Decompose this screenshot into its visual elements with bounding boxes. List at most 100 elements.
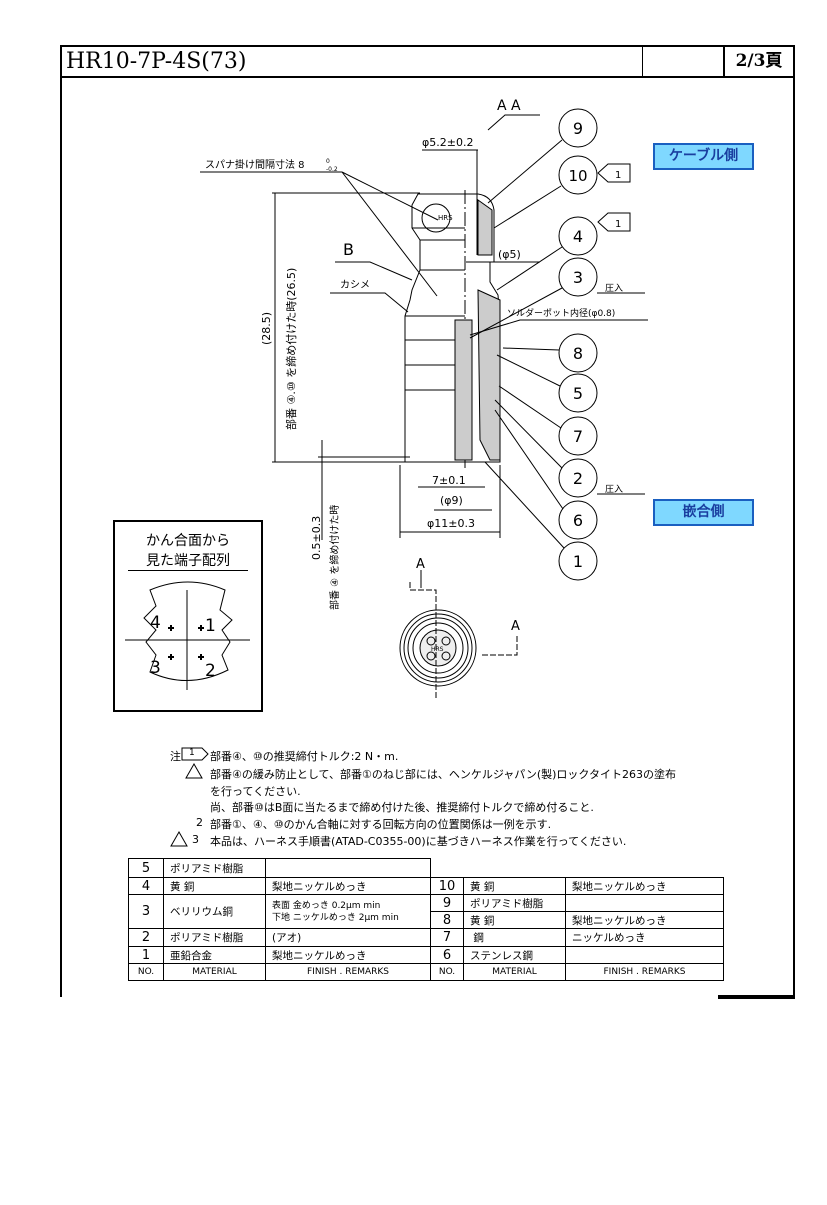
bottom-rule [718,995,795,999]
note-3-mark: 3 [192,833,199,846]
svg-text:4: 4 [573,227,583,246]
part-no: 5 [128,858,164,878]
dim-7: 7±0.1 [432,474,466,487]
b-label: B [343,240,354,259]
section-leader [487,114,540,131]
pin-diagram-title-1: かん合面から [146,533,230,549]
page-number: 2/3頁 [735,51,783,71]
note-mark: 注 [170,750,181,763]
part-material: ステンレス鋼 [463,946,566,964]
section-mark-a-top: A [416,557,425,572]
part-material: 黄 銅 [463,877,566,895]
part-finish: 梨地ニッケルめっき [565,877,724,895]
part-no: 6 [430,946,464,964]
tol-bottom: -0.2 [326,166,338,173]
part-finish: 梨地ニッケルめっき [265,877,431,895]
finish-line-1: 表面 金めっき 0.2μm min [272,900,381,911]
balloon-2: 2 [494,399,598,498]
dim-11: φ11±0.3 [427,517,475,530]
pin-3: 3 [150,658,161,678]
part-finish [265,858,431,878]
note-1a: 部番④の緩み防止として、部番①のねじ部には、ヘンケルジャパン(製)ロックタイト2… [210,768,676,781]
press-fit-label-3: 圧入 [605,283,623,294]
cable-side-label: ケーブル側 [653,143,754,170]
part-no: 7 [430,928,464,947]
pin-layout: 4 1 3 2 [125,581,250,690]
empty-cell [643,47,725,76]
solder-pot-label: ソルダーポット内径(φ0.8) [507,307,615,319]
logo-mark-end: HRS [431,646,444,653]
svg-text:3: 3 [573,268,583,287]
pin-1: 1 [205,616,216,636]
part-material: 亜鉛合金 [163,946,266,964]
part-material: ポリアミド樹脂 [163,928,266,947]
hatched-sections [454,199,501,461]
pin-diagram-box: かん合面から 見た端子配列 [113,520,263,712]
note-2: 部番①、④、⑩のかん合軸に対する回転方向の位置関係は一例を示す. [210,818,552,831]
balloon-1: 1 [484,461,598,581]
flag-1-a: 1 [615,170,621,181]
svg-text:9: 9 [573,119,583,138]
dim-5-2: φ5.2±0.2 [422,136,473,149]
balloon-9: 9 [487,108,598,204]
part-no: 1 [128,946,164,964]
flag-1-b: 1 [615,219,621,230]
tol-top: 0 [326,158,330,165]
svg-text:6: 6 [573,511,583,530]
note-3: 本品は、ハーネス手順書(ATAD-C0355-00)に基づきハーネス作業を行って… [210,835,627,848]
note-2-mark: 2 [196,816,203,829]
part-no: 10 [430,877,464,895]
part-no: 2 [128,928,164,947]
balloon-4: 4 [496,216,598,291]
header-finish: FINISH . REMARKS [565,963,724,981]
part-finish: (アオ) [265,928,431,947]
note-1b: を行ってください. [210,785,301,798]
part-material: ポリアミド樹脂 [163,858,266,878]
header-material: MATERIAL [163,963,266,981]
svg-text:8: 8 [573,344,583,363]
header-no: NO. [430,963,464,981]
balloon-5: 5 [496,354,598,413]
part-material: 黄 銅 [163,877,266,895]
part-no: 8 [430,911,464,929]
dim-5: (φ5) [498,248,521,261]
header-finish: FINISH . REMARKS [265,963,431,981]
dim-26-5: 部番 ④.⑩ を締め付けた時(26.5) [284,268,298,430]
balloon-6: 6 [494,409,598,540]
svg-text:1: 1 [573,552,583,571]
section-label: A A [497,98,521,114]
dim-0-5-note: 部番 ④ を締め付けた時 [328,505,341,610]
note-1: 部番④、⑩の推奨締付トルク:2 N・m. [210,750,399,763]
part-finish: ニッケルめっき [565,928,724,947]
press-fit-label-2: 圧入 [605,484,623,495]
part-finish: 梨地ニッケルめっき [265,946,431,964]
part-no: 4 [128,877,164,895]
balloon-10: 10 [493,155,598,229]
part-material: 黄 銅 [463,911,566,929]
section-mark-a-right: A [511,619,520,634]
header-material: MATERIAL [463,963,566,981]
pin-2: 2 [205,661,216,681]
drawing-title: HR10-7P-4S(73) [62,47,643,76]
svg-text:7: 7 [573,427,583,446]
part-finish: 梨地ニッケルめっき [565,911,724,929]
note-1c: 尚、部番⑩はB面に当たるまで締め付けた後、推奨締付トルクで締め付ること. [210,801,594,814]
spanner-label: スパナ掛け間隔寸法 8 [205,158,305,171]
svg-text:5: 5 [573,384,583,403]
logo-mark-top: HRS [438,214,453,222]
balloon-3: 3 [469,257,598,339]
kashime-label: カシメ [340,279,370,291]
part-material: ベリリウム銅 [163,894,266,929]
title-block: HR10-7P-4S(73) 2/3頁 [60,45,795,78]
part-no: 9 [430,894,464,912]
svg-text:2: 2 [573,469,583,488]
outline-details [405,227,465,391]
part-finish [565,946,724,964]
part-finish [565,894,724,912]
balloon-7: 7 [498,385,598,456]
part-material: ポリアミド樹脂 [463,894,566,912]
spanner-flat [421,203,451,233]
